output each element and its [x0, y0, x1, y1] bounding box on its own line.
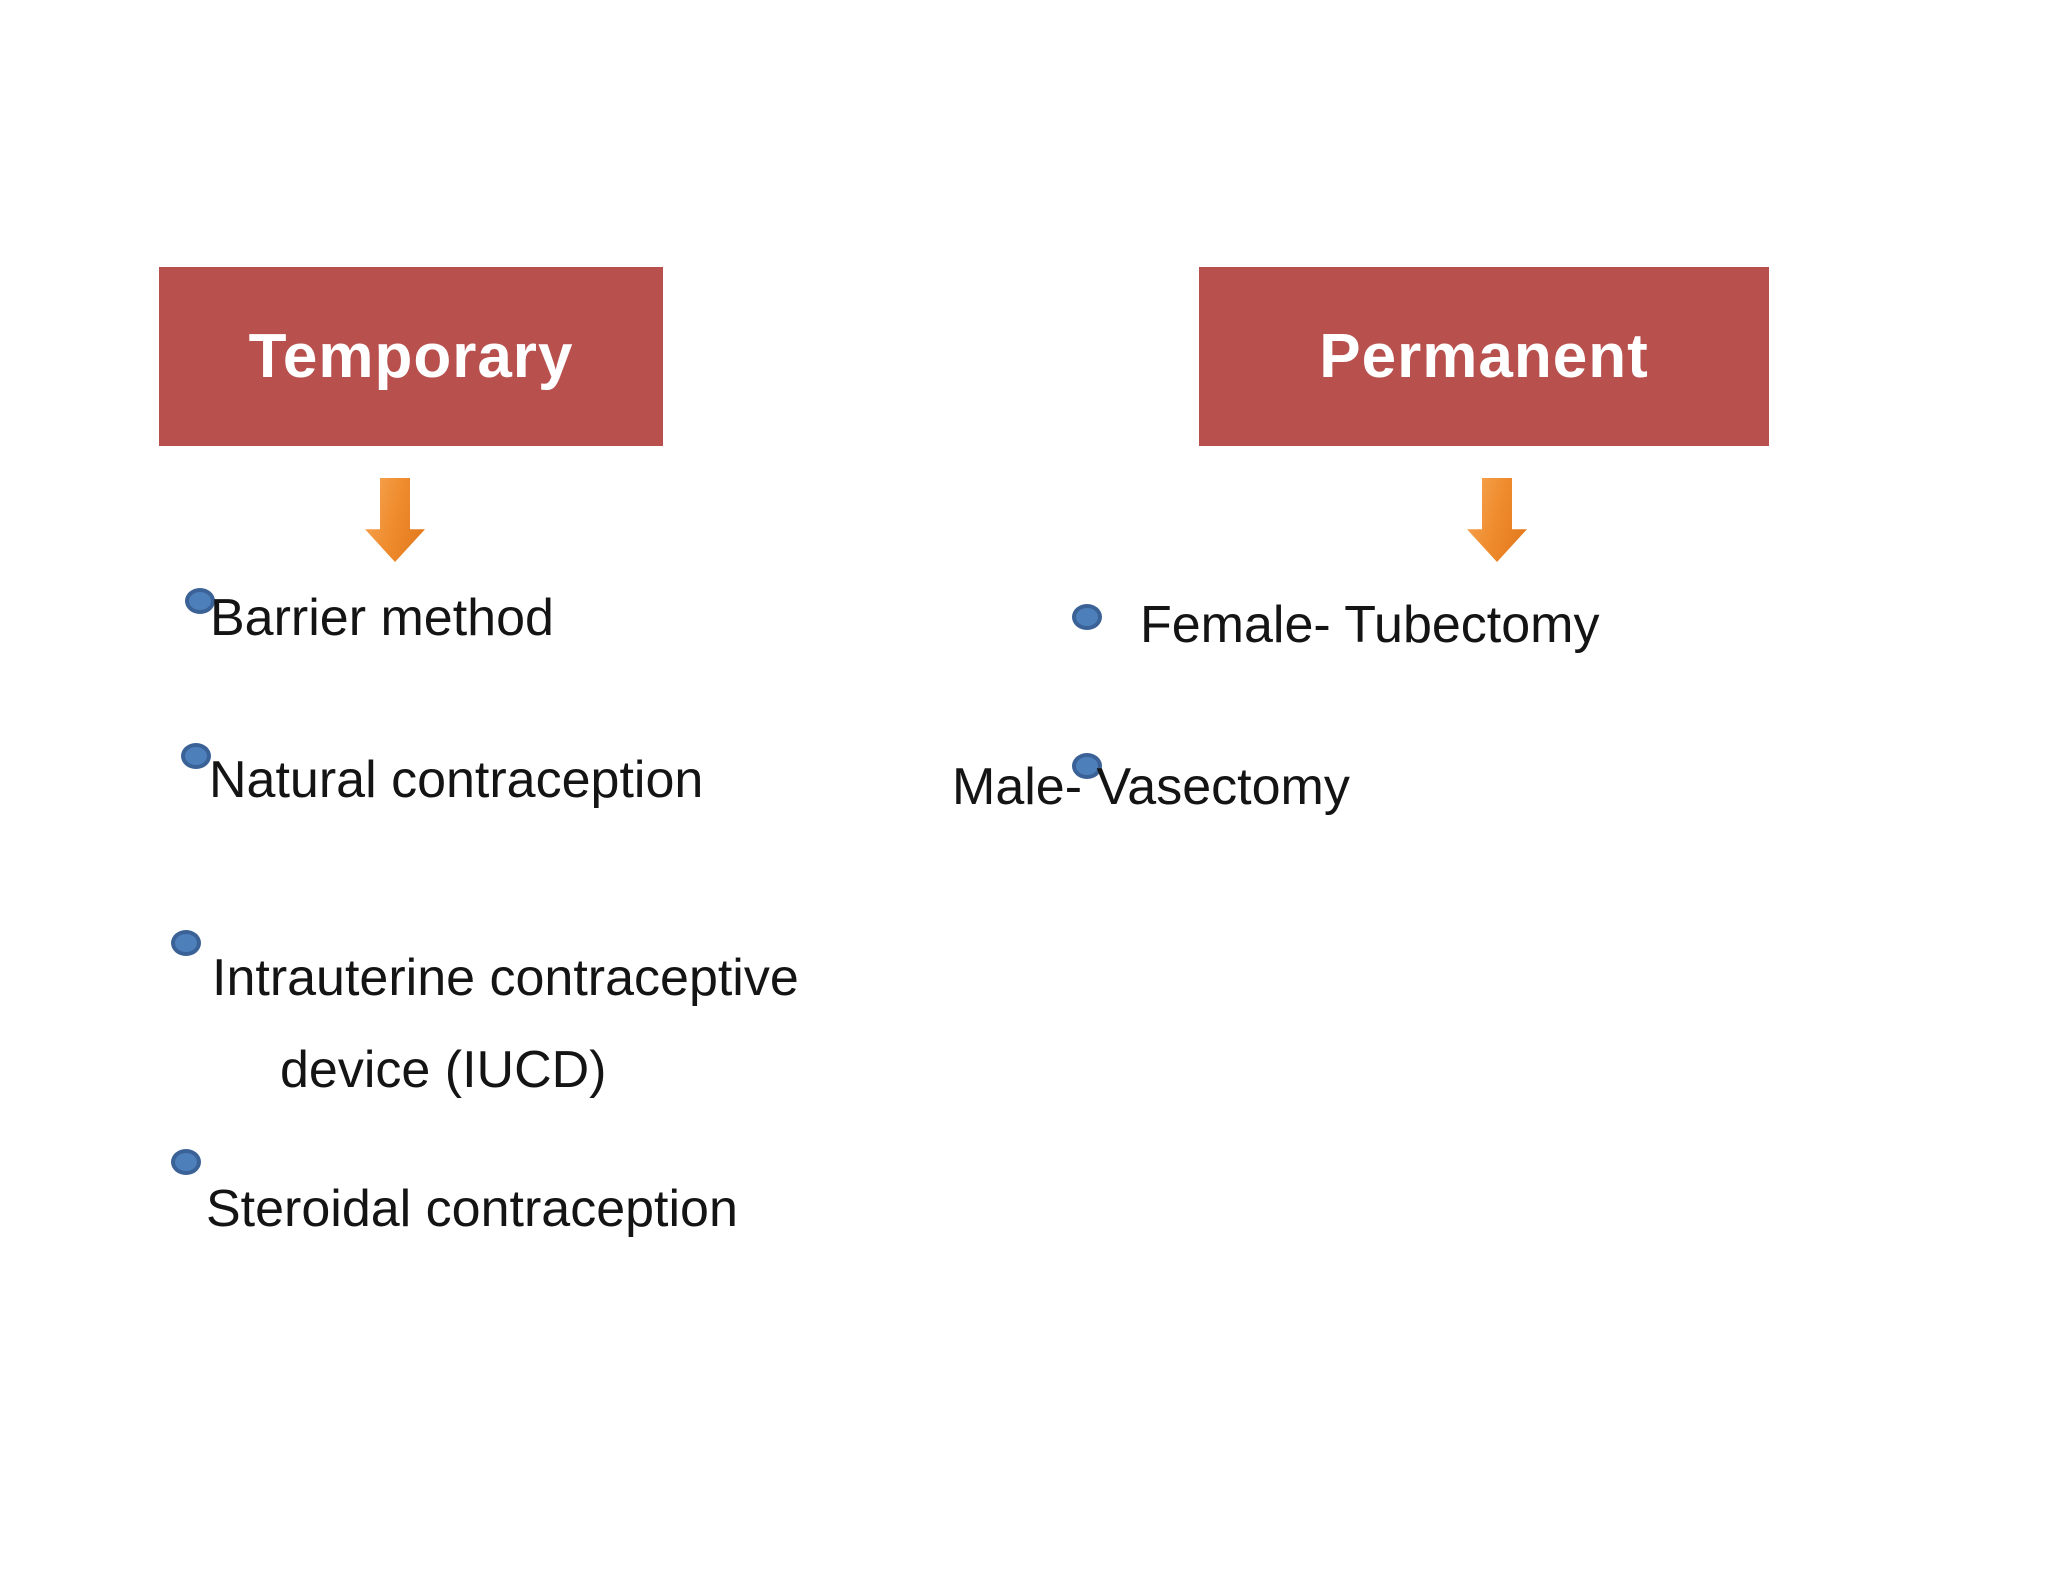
permanent-header-label: Permanent — [1319, 322, 1649, 391]
list-item-barrier-method: Barrier method — [210, 589, 554, 647]
permanent-header-box: Permanent — [1199, 267, 1769, 446]
temporary-header-label: Temporary — [248, 322, 574, 391]
temporary-header-box: Temporary — [159, 267, 663, 446]
list-item-female-tubectomy: Female- Tubectomy — [1140, 596, 1600, 654]
circle-bullet-icon — [171, 930, 201, 956]
list-item-iucd-line1: Intrauterine contraceptive — [212, 949, 799, 1007]
circle-bullet-icon — [185, 588, 215, 614]
list-item-iucd-line2: device (IUCD) — [280, 1041, 607, 1099]
circle-bullet-icon — [1072, 753, 1102, 779]
list-item-natural-contraception: Natural contraception — [209, 751, 704, 809]
circle-bullet-icon — [181, 743, 211, 769]
down-arrow-icon — [365, 478, 425, 562]
circle-bullet-icon — [171, 1149, 201, 1175]
down-arrow-icon — [1467, 478, 1527, 562]
list-item-male-vasectomy: Male- Vasectomy — [952, 758, 1350, 816]
circle-bullet-icon — [1072, 604, 1102, 630]
list-item-steroidal-contraception: Steroidal contraception — [206, 1180, 738, 1238]
